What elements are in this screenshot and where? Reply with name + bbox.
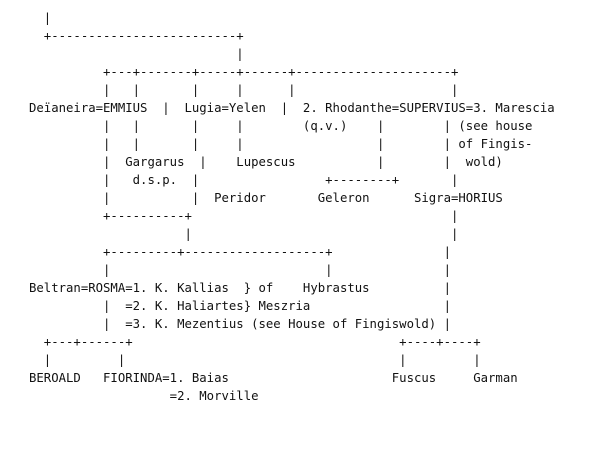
tree-line: | | | [29, 263, 451, 277]
family-tree-diagram: | +-------------------------+ | +---+---… [29, 9, 555, 405]
tree-line: | Gargarus | Lupescus | | wold) [29, 155, 503, 169]
tree-line: | [29, 47, 244, 61]
tree-line: | | [29, 227, 459, 241]
tree-line: +---------+-------------------+ | [29, 245, 451, 259]
tree-line: Beltran=ROSMA=1. K. Kallias } of Hybrast… [29, 281, 451, 295]
tree-line: | =2. K. Haliartes} Meszria | [29, 299, 451, 313]
tree-line: +-------------------------+ [29, 29, 244, 43]
tree-line: | | Peridor Geleron Sigra=HORIUS [29, 191, 503, 205]
tree-line: BEROALD FIORINDA=1. Baias Fuscus Garman [29, 371, 518, 385]
tree-line: | [29, 11, 52, 25]
tree-line: | | | | | | of Fingis- [29, 137, 533, 151]
tree-line: | =3. K. Mezentius (see House of Fingisw… [29, 317, 451, 331]
tree-line: | | | | (q.v.) | | (see house [29, 119, 533, 133]
tree-line: | | | | [29, 353, 481, 367]
tree-line: +---+-------+-----+------+--------------… [29, 65, 459, 79]
tree-line: +---+------+ +----+----+ [29, 335, 481, 349]
tree-line: Deïaneira=EMMIUS | Lugia=Yelen | 2. Rhod… [29, 101, 555, 115]
tree-line: | d.s.p. | +--------+ | [29, 173, 459, 187]
tree-line: +----------+ | [29, 209, 459, 223]
tree-line: =2. Morville [29, 389, 259, 403]
tree-line: | | | | | | [29, 83, 459, 97]
